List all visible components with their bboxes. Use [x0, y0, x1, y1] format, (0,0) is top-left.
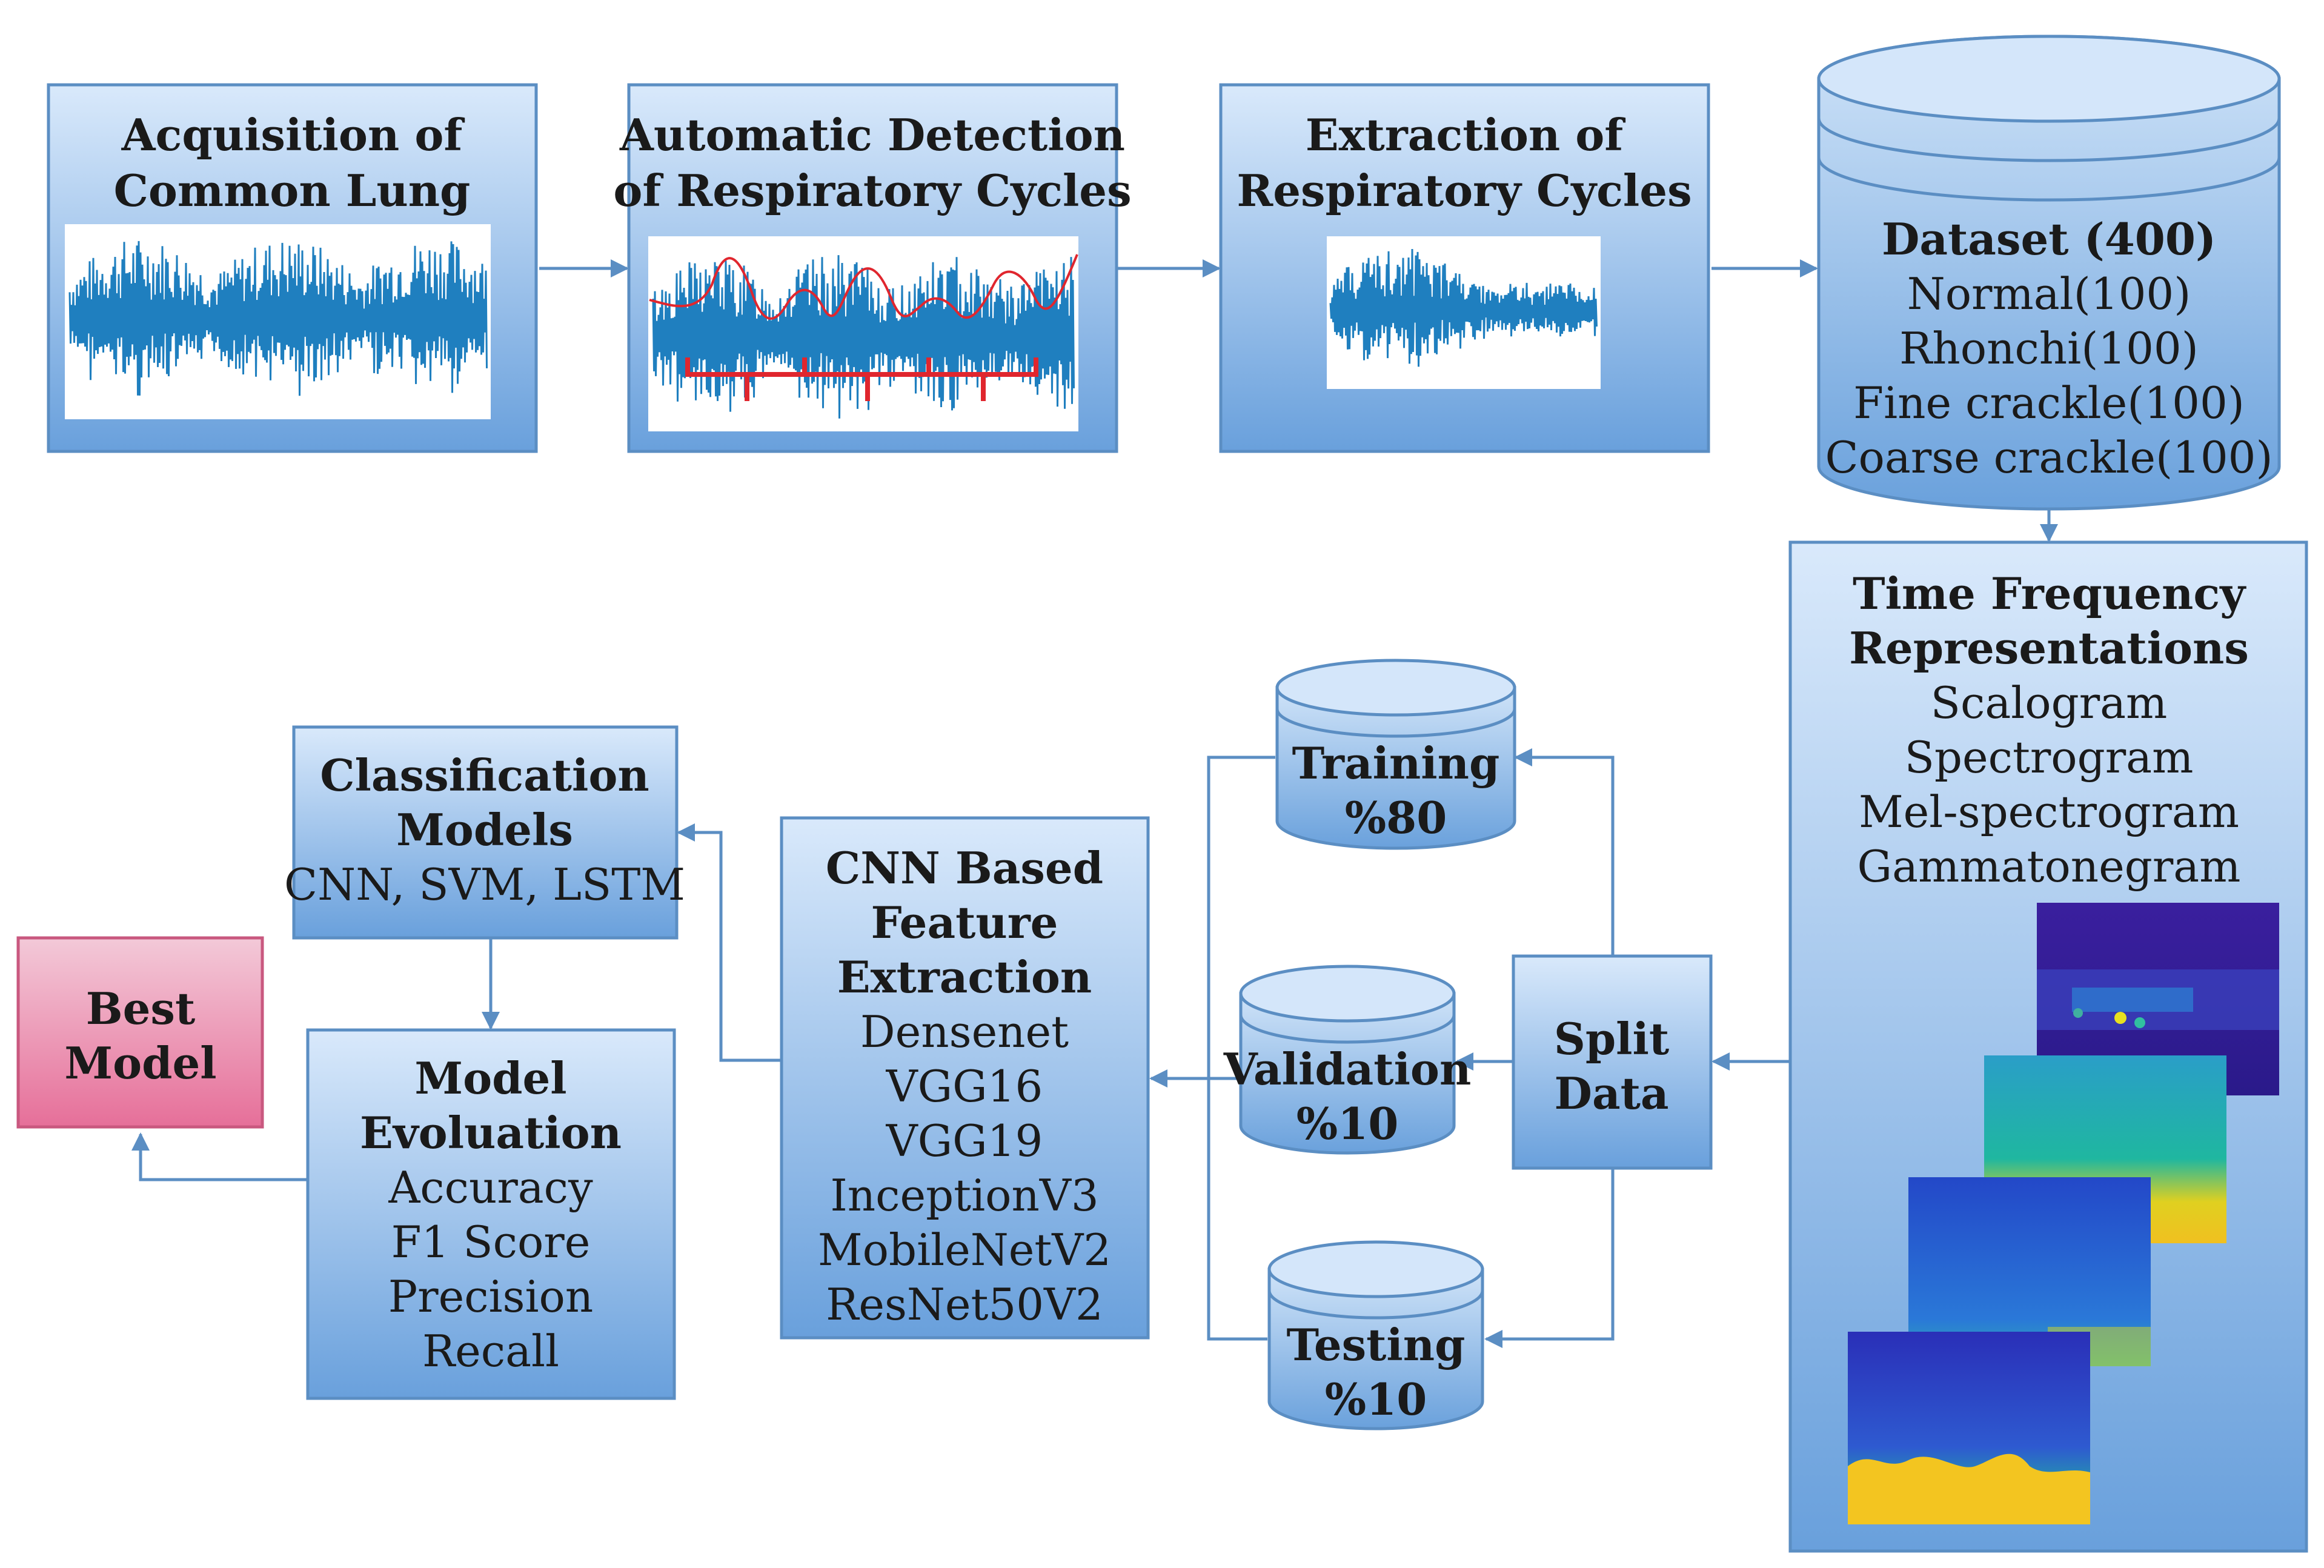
extraction-title-line1: Extraction of [1306, 109, 1626, 161]
best-title-line2: Model [64, 1037, 216, 1089]
cnn-item-mobilenetv2: MobileNetV2 [818, 1224, 1111, 1275]
arrows [131, 259, 2058, 1348]
tfr-item-gammatonegram: Gammatonegram [1858, 841, 2241, 892]
evaluation-item-recall: Recall [422, 1326, 559, 1377]
respiratory-envelope-curve [649, 254, 1078, 320]
classification-models-list: CNN, SVM, LSTM [284, 859, 685, 910]
gammatonegram-image [1848, 1332, 2090, 1524]
detection-title-line1: Automatic Detection [619, 109, 1125, 161]
validation-title: Validation [1223, 1043, 1472, 1095]
extraction-title-line2: Respiratory Cycles [1237, 165, 1692, 216]
evaluation-title-line1: Model [414, 1052, 566, 1104]
testing-title: Testing [1287, 1319, 1466, 1370]
classification-title-line2: Models [396, 804, 573, 855]
arrow-split-to-testing [1484, 1168, 1615, 1348]
tfr-box: Time Frequency Representations Scalogram… [1788, 540, 2308, 1553]
evaluation-item-precision: Precision [388, 1271, 594, 1322]
arrow-split-to-training [1514, 748, 1615, 956]
best-title-line1: Best [86, 983, 195, 1034]
cnn-title-line2: Feature [871, 897, 1058, 948]
arrow-cnn-to-classification [677, 823, 780, 1062]
cnn-item-inceptionv3: InceptionV3 [830, 1170, 1098, 1221]
connector-training [1207, 756, 1275, 1078]
cycle-bracket-markers [685, 357, 1038, 401]
dataset-title: Dataset (400) [1882, 213, 2216, 265]
evaluation-item-accuracy: Accuracy [388, 1162, 593, 1213]
cnn-item-vgg19: VGG19 [886, 1115, 1043, 1166]
best-model-box: Best Model [16, 936, 264, 1129]
tfr-title-line1: Time Frequency [1853, 568, 2246, 619]
training-cylinder: Training %80 [1275, 659, 1516, 850]
cnn-title-line3: Extraction [837, 951, 1092, 1003]
model-evaluation-box: Model Evoluation Accuracy F1 Score Preci… [306, 1028, 676, 1400]
cnn-item-densenet: Densenet [860, 1006, 1069, 1057]
tfr-item-spectrogram: Spectrogram [1905, 732, 2194, 783]
detection-title-line2: of Respiratory Cycles [613, 165, 1131, 216]
classification-models-box: Classification Models CNN, SVM, LSTM [284, 725, 685, 940]
dataset-item-rhonchi: Rhonchi(100) [1899, 323, 2199, 374]
classification-title-line1: Classification [320, 749, 649, 801]
dataset-item-coarse-crackle: Coarse crackle(100) [1825, 432, 2273, 483]
tfr-item-scalogram: Scalogram [1931, 677, 2168, 728]
lung-signal-waveform [68, 241, 488, 396]
split-title-line1: Split [1554, 1013, 1669, 1065]
split-data-box: Split Data [1512, 954, 1713, 1170]
cnn-feature-extraction-box: CNN Based Feature Extraction Densenet VG… [780, 816, 1150, 1340]
dataset-item-normal: Normal(100) [1907, 268, 2191, 319]
evaluation-item-f1-score: F1 Score [391, 1217, 591, 1267]
extraction-box: Extraction of Respiratory Cycles [1219, 83, 1710, 453]
validation-cylinder: Validation %10 [1223, 965, 1472, 1155]
testing-value: %10 [1325, 1374, 1427, 1425]
acquisition-title-line2: Common Lung [114, 165, 471, 216]
dataset-cylinder: Dataset (400) Normal(100) Rhonchi(100) F… [1817, 35, 2281, 511]
acquisition-box: Acquisition of Common Lung [47, 83, 538, 453]
evaluation-title-line2: Evoluation [360, 1107, 622, 1158]
detection-box: Automatic Detection of Respiratory Cycle… [613, 83, 1132, 453]
cnn-title-line1: CNN Based [826, 842, 1103, 894]
split-title-line2: Data [1555, 1068, 1669, 1119]
tfr-item-mel-spectrogram: Mel-spectrogram [1859, 786, 2239, 837]
testing-cylinder: Testing %10 [1267, 1240, 1484, 1430]
training-title: Training [1292, 737, 1500, 789]
training-value: %80 [1345, 792, 1447, 843]
tfr-title-line2: Representations [1849, 622, 2249, 674]
connector-testing [1207, 1078, 1267, 1341]
extracted-cycle-waveform [1329, 248, 1598, 367]
arrow-evaluation-to-best [131, 1132, 308, 1181]
dataset-item-fine-crackle: Fine crackle(100) [1853, 377, 2245, 428]
cnn-item-vgg16: VGG16 [886, 1061, 1043, 1112]
acquisition-title-line1: Acquisition of [121, 109, 465, 161]
cnn-item-resnet50v2: ResNet50V2 [826, 1279, 1103, 1330]
validation-value: %10 [1296, 1098, 1399, 1149]
